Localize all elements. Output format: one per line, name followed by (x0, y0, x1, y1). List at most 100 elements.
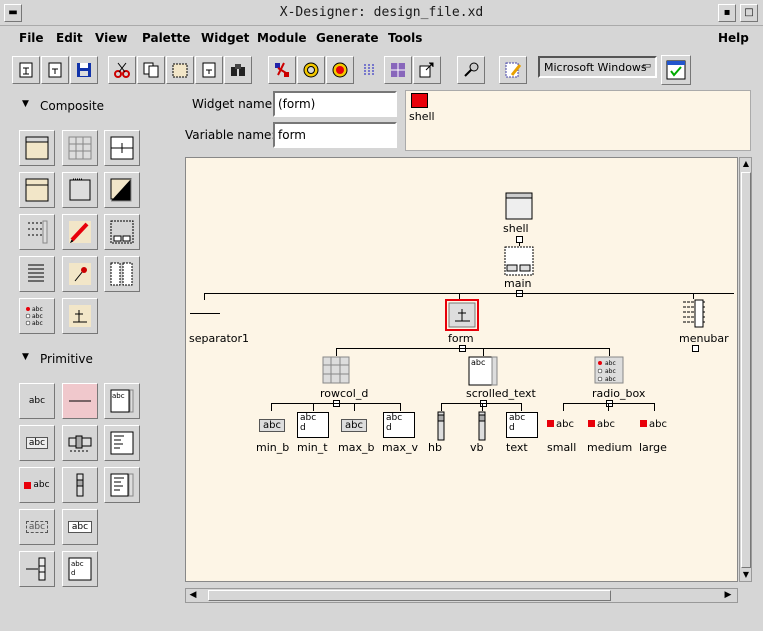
reparent-icon[interactable] (268, 56, 296, 84)
scrolled-text-node-icon[interactable]: abc (468, 356, 498, 386)
menu-bar: File Edit View Palette Widget Module Gen… (8, 28, 756, 50)
window-menu-button[interactable]: ▬ (4, 4, 22, 22)
save-floppy-icon[interactable] (70, 56, 98, 84)
collapse-triangle-icon[interactable]: ▼ (22, 99, 29, 109)
abc-text: abc (597, 419, 615, 430)
expand-handle[interactable] (692, 345, 699, 352)
rowcol-node-icon[interactable] (322, 356, 350, 384)
node-shell-label: shell (503, 222, 529, 235)
form-node-selected[interactable] (445, 299, 479, 331)
tree-edge (313, 403, 314, 411)
separator1-node-icon[interactable] (190, 313, 220, 314)
scrolled-window-widget-icon[interactable] (19, 214, 55, 250)
vb-node-icon[interactable] (477, 411, 487, 441)
new-tree-icon[interactable] (12, 56, 40, 84)
menu-module[interactable]: Module (257, 31, 307, 45)
menu-generate[interactable]: Generate (316, 31, 379, 45)
layout-editor-icon[interactable] (384, 56, 412, 84)
pencil-drawing-icon[interactable] (62, 214, 98, 250)
separator-widget-icon[interactable] (62, 383, 98, 419)
option-menu-widget-icon[interactable]: abc (19, 509, 55, 545)
label-widget-icon[interactable]: abc (19, 383, 55, 419)
checkbox-window-icon[interactable] (661, 55, 691, 85)
textfield-widget-icon[interactable]: abc (62, 509, 98, 545)
collapse-triangle-icon[interactable]: ▼ (22, 352, 29, 362)
menu-edit[interactable]: Edit (56, 31, 83, 45)
menu-widget[interactable]: Widget (201, 31, 250, 45)
drawing-area-widget-icon[interactable] (104, 172, 140, 208)
svg-text:abc: abc (71, 560, 84, 568)
split-window-widget-icon[interactable] (104, 256, 140, 292)
paste-tree-icon[interactable] (195, 56, 223, 84)
menu-file[interactable]: File (19, 31, 44, 45)
shell-node-icon[interactable] (505, 192, 533, 220)
paste-icon[interactable] (166, 56, 194, 84)
small-node-icon[interactable]: abc (547, 419, 574, 430)
look-and-feel-select[interactable]: Microsoft Windows▭ (538, 56, 657, 78)
cut-icon[interactable] (108, 56, 136, 84)
resources-icon[interactable] (457, 56, 485, 84)
variable-name-field[interactable]: form (273, 122, 397, 148)
maximize-button[interactable]: □ (740, 4, 758, 22)
horizontal-scroll-thumb[interactable] (208, 590, 611, 601)
medium-node-icon[interactable]: abc (588, 419, 615, 430)
find-binoculars-icon[interactable] (224, 56, 252, 84)
menubar-node-icon[interactable] (681, 299, 707, 329)
horizontal-scrollbar[interactable]: ◀ ▶ (185, 588, 738, 603)
edit-code-icon[interactable] (499, 56, 527, 84)
dotted-icon[interactable] (355, 56, 383, 84)
title-bar: ▬ X-Designer: design_file.xd ▪ □ (0, 0, 763, 26)
form-widget-icon[interactable] (62, 298, 98, 334)
minimize-button[interactable]: ▪ (718, 4, 736, 22)
variable-name-label: Variable name: (185, 128, 276, 142)
scroll-up-arrow-icon[interactable]: ▲ (742, 159, 750, 168)
preview-label: shell (409, 110, 435, 123)
scrolled-list-widget-icon[interactable] (104, 467, 140, 503)
open-tree-icon[interactable] (41, 56, 69, 84)
circle-red-icon[interactable] (326, 56, 354, 84)
widget-name-field[interactable]: (form) (273, 91, 397, 117)
menu-view[interactable]: View (95, 31, 128, 45)
shell-color-swatch[interactable] (411, 93, 428, 108)
list-widget-icon[interactable] (104, 425, 140, 461)
scale-widget-icon[interactable] (62, 425, 98, 461)
copy-icon[interactable] (137, 56, 165, 84)
scale-list-widget-icon[interactable] (19, 256, 55, 292)
message-box-widget-icon[interactable] (104, 214, 140, 250)
option-menu-icon: ▭ (642, 61, 651, 71)
scroll-down-arrow-icon[interactable]: ▼ (742, 570, 750, 579)
menu-palette[interactable]: Palette (142, 31, 191, 45)
export-icon[interactable] (413, 56, 441, 84)
menu-help[interactable]: Help (718, 31, 749, 45)
scroll-right-arrow-icon[interactable]: ▶ (724, 590, 732, 600)
paned-window-widget-icon[interactable] (104, 130, 140, 166)
expand-handle[interactable] (516, 236, 523, 243)
frame-widget-icon[interactable] (62, 172, 98, 208)
toggle-button-widget-icon[interactable]: abc (19, 467, 55, 503)
menu-tools[interactable]: Tools (388, 31, 423, 45)
pushpin-icon[interactable] (62, 256, 98, 292)
push-button-widget-icon[interactable]: abc (19, 425, 55, 461)
spin-box-widget-icon[interactable] (19, 551, 55, 587)
bulletin-board-widget-icon[interactable] (19, 172, 55, 208)
circle-yellow-icon[interactable] (297, 56, 325, 84)
design-tree-canvas[interactable]: shell main separator1 form menubar rowco… (185, 157, 738, 582)
vertical-scrollbar[interactable]: ▲ ▼ (739, 157, 752, 582)
large-node-icon[interactable]: abc (640, 419, 667, 430)
hb-node-icon[interactable] (436, 411, 446, 441)
rowcolumn-widget-icon[interactable] (62, 130, 98, 166)
text-widget-icon[interactable]: abc (104, 383, 140, 419)
vertical-scroll-thumb[interactable] (741, 172, 751, 568)
form-dialog-widget-icon[interactable] (19, 130, 55, 166)
scrollbar-widget-icon[interactable] (62, 467, 98, 503)
scroll-left-arrow-icon[interactable]: ◀ (189, 590, 197, 600)
main-node-icon[interactable] (504, 246, 534, 276)
min-b-node-icon[interactable]: abc (259, 419, 285, 432)
max-b-node-icon[interactable]: abc (341, 419, 367, 432)
